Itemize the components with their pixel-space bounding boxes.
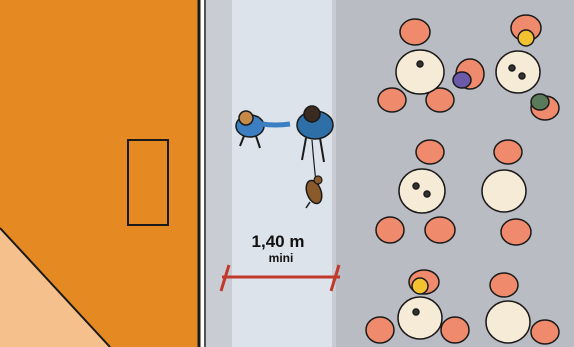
chair-icon	[501, 219, 531, 245]
width-value: 1,40 m	[252, 232, 305, 251]
chair-icon	[366, 317, 394, 343]
table-icon	[396, 50, 444, 94]
chair-icon	[531, 320, 559, 344]
chair-icon	[400, 19, 430, 45]
chair-icon	[441, 317, 469, 343]
seated-person-icon	[531, 94, 549, 110]
table-icon	[496, 51, 540, 93]
chair-icon	[376, 217, 404, 243]
seated-person-icon	[412, 278, 428, 294]
facade-line	[199, 0, 205, 347]
chair-icon	[490, 273, 518, 297]
table-icon	[399, 169, 445, 213]
building	[0, 0, 198, 347]
table-icon	[398, 297, 442, 339]
chair-icon	[416, 140, 444, 164]
chair-icon	[494, 140, 522, 164]
terrace-area	[336, 0, 574, 347]
chair-icon	[425, 217, 455, 243]
seated-person-icon	[518, 30, 534, 46]
seated-person-icon	[453, 72, 471, 88]
table-icon	[482, 170, 526, 212]
width-qualifier: mini	[269, 251, 294, 265]
table-icon	[486, 301, 530, 343]
free-passage-strip	[232, 0, 332, 347]
chair-icon	[378, 88, 406, 112]
